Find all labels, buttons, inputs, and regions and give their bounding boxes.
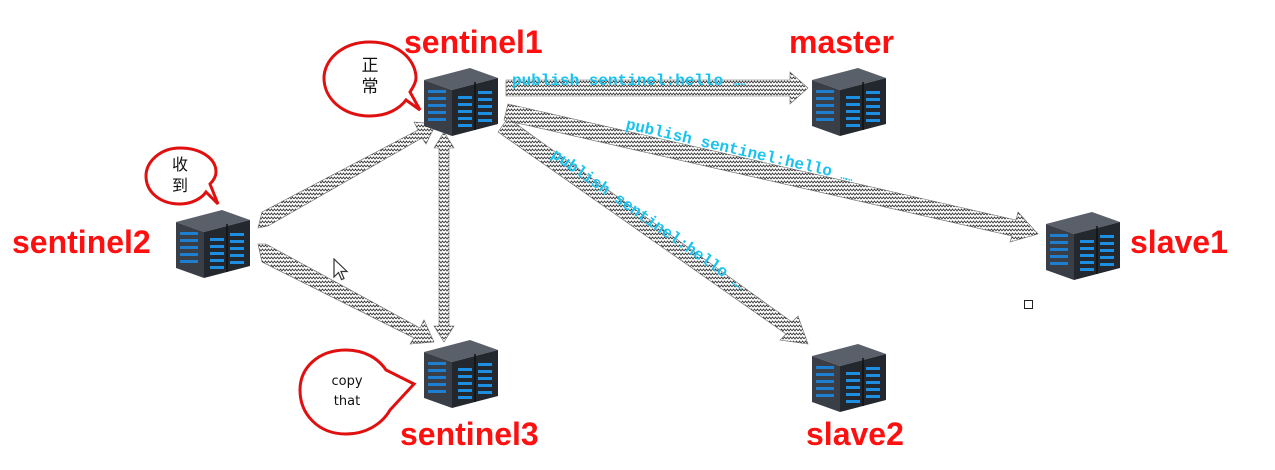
bubble-text-sentinel1: 正 常 <box>361 56 379 97</box>
arrow-sentinel1-master <box>505 71 809 105</box>
server-slave2 <box>811 343 887 413</box>
label-sentinel2: sentinel2 <box>12 224 151 260</box>
bubble-text-sentinel2: 收 到 <box>171 155 188 195</box>
label-slave2: slave2 <box>806 416 904 452</box>
label-sentinel1: sentinel1 <box>404 24 543 60</box>
message-text: publish sentinel:hello <box>512 72 724 90</box>
arrow-sentinel1-slave2 <box>497 117 809 345</box>
selection-handle[interactable] <box>1024 300 1033 309</box>
server-sentinel2 <box>175 209 251 279</box>
mouse-pointer-icon <box>333 258 349 281</box>
server-slave1 <box>1045 211 1121 281</box>
arrow-sentinel2-sentinel3 <box>257 243 435 345</box>
speech-bubble-sentinel1 <box>322 40 422 118</box>
message-ellipsis: …… <box>732 77 745 89</box>
label-master: master <box>789 24 894 60</box>
message-to-master: publish sentinel:hello …… <box>512 72 745 90</box>
bubble-text-sentinel3: copy that <box>331 374 363 409</box>
arrow-sentinel1-sentinel3 <box>433 131 455 343</box>
speech-bubble-sentinel2 <box>144 146 220 206</box>
label-sentinel3: sentinel3 <box>400 416 539 452</box>
speech-bubble-sentinel3 <box>298 348 417 436</box>
label-slave1: slave1 <box>1130 224 1228 260</box>
connections <box>257 71 1039 345</box>
server-sentinel1 <box>423 67 499 137</box>
server-master <box>811 67 887 137</box>
server-sentinel3 <box>423 339 499 409</box>
arrow-sentinel1-slave1 <box>503 103 1039 243</box>
arrow-sentinel2-sentinel1 <box>257 121 437 229</box>
